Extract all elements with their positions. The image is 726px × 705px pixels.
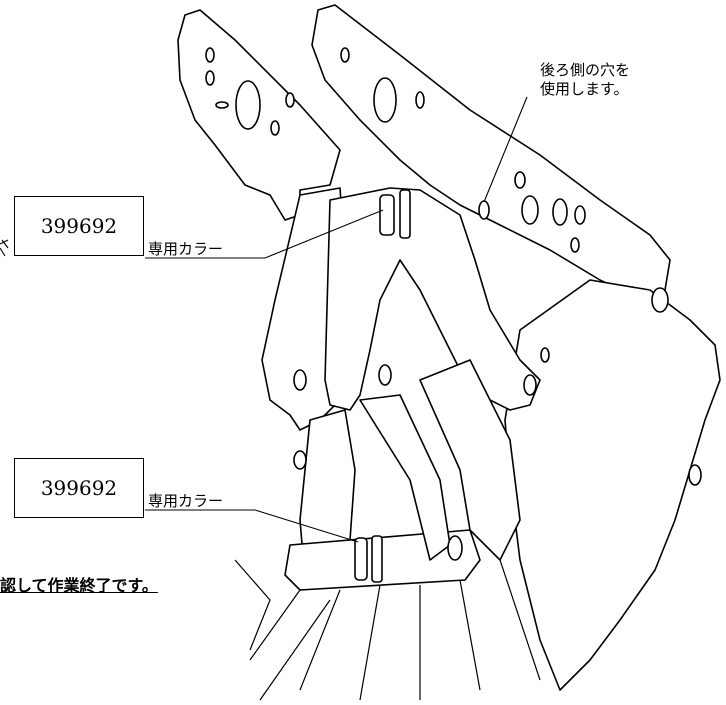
collar-label-top: 専用カラー bbox=[148, 240, 224, 258]
lower-leg-right bbox=[419, 359, 521, 561]
rear-hole-note-line2: 使用します。 bbox=[540, 80, 629, 98]
part-number-box-bottom: 399692 bbox=[14, 458, 144, 518]
completion-instruction: 認して作業終了です。 bbox=[0, 576, 158, 595]
collar-label-bottom: 専用カラー bbox=[148, 492, 224, 510]
part-number-box-top: 399692 bbox=[14, 196, 144, 256]
rear-hole-note-line1: 後ろ側の穴を bbox=[540, 61, 631, 79]
right-bracket bbox=[504, 279, 721, 691]
